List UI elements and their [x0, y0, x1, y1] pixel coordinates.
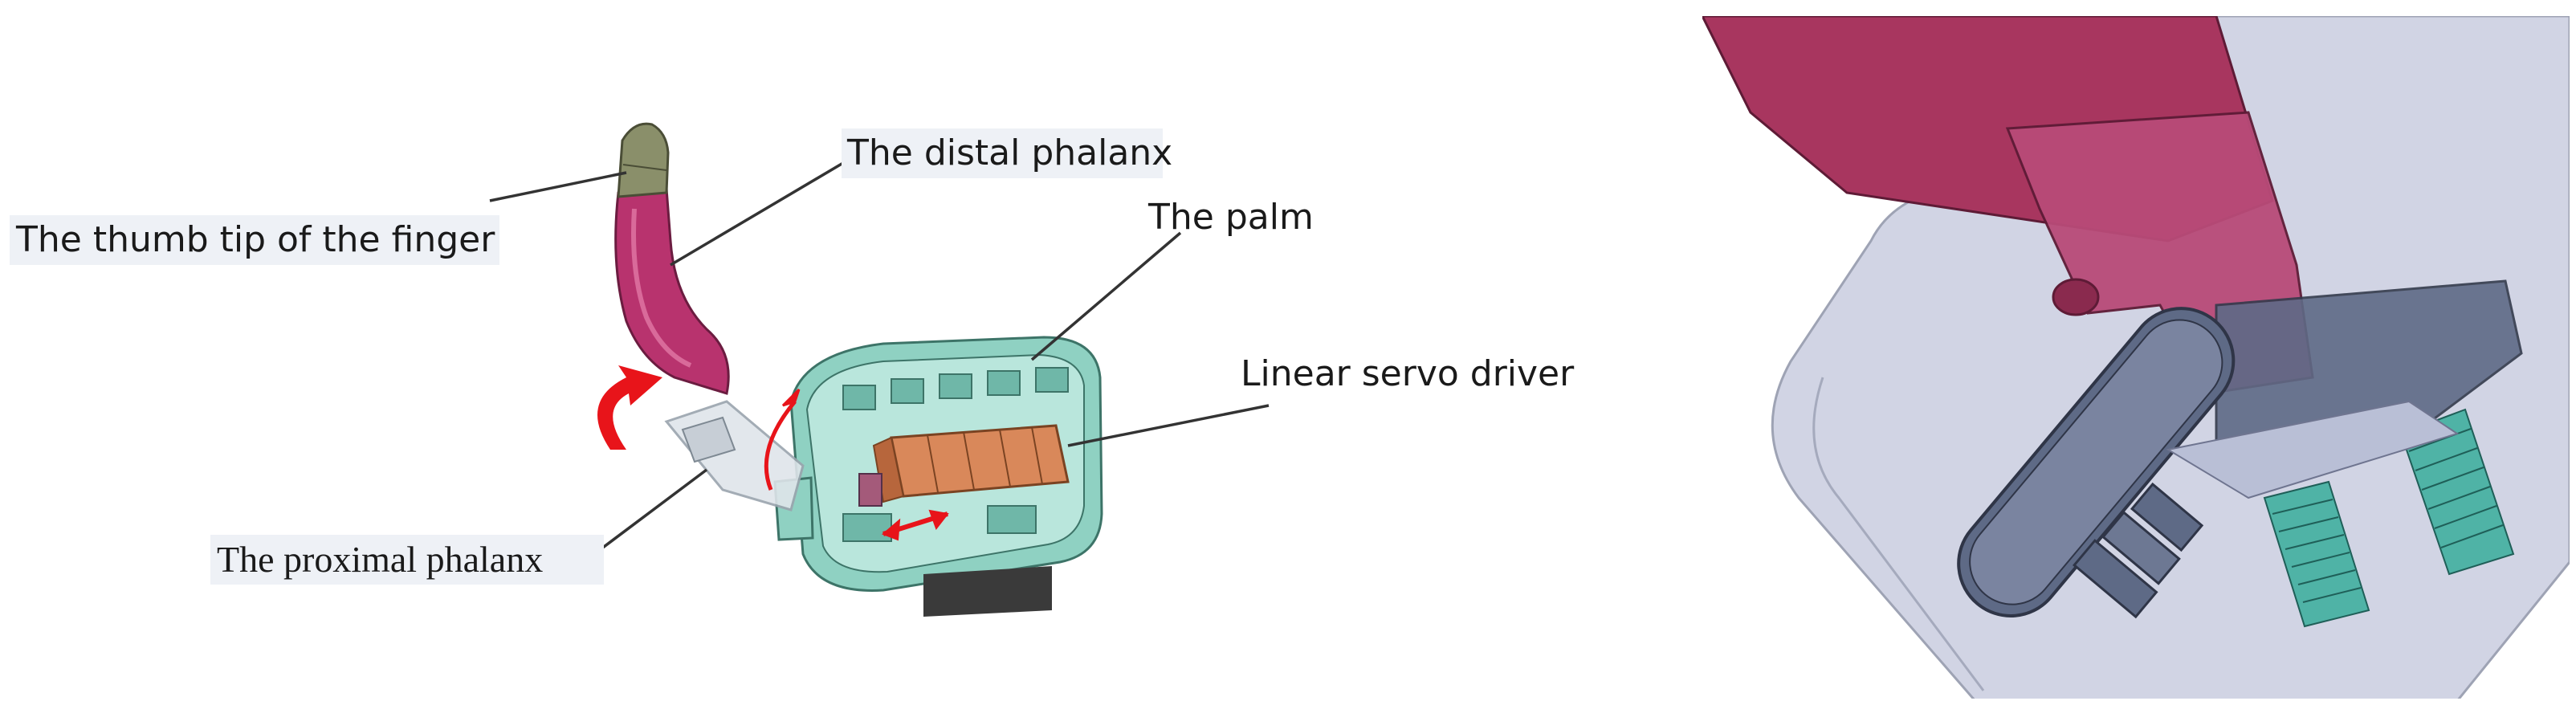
leader-distal: [670, 159, 848, 267]
label-thumb-tip: The thumb tip of the finger: [15, 219, 495, 260]
label-proximal-phalanx: The proximal phalanx: [217, 539, 543, 580]
label-linear-servo-driver: Linear servo driver: [1241, 353, 1575, 394]
servo-illustration: [858, 424, 1070, 507]
label-palm: The palm: [1147, 197, 1314, 238]
leader-servo: [1067, 404, 1270, 447]
finger-illustration: [614, 122, 805, 511]
right-panel-detail: [1702, 16, 2570, 699]
spring-left: [2263, 480, 2370, 628]
spring-right: [2399, 408, 2515, 576]
leader-proximal: [593, 468, 708, 556]
leader-palm: [1030, 231, 1182, 361]
label-distal-phalanx: The distal phalanx: [846, 132, 1172, 173]
motion-arrows: [597, 365, 949, 541]
left-panel: The thumb tip of the finger The distal p…: [10, 122, 1575, 617]
leader-thumb-tip: [489, 171, 627, 202]
